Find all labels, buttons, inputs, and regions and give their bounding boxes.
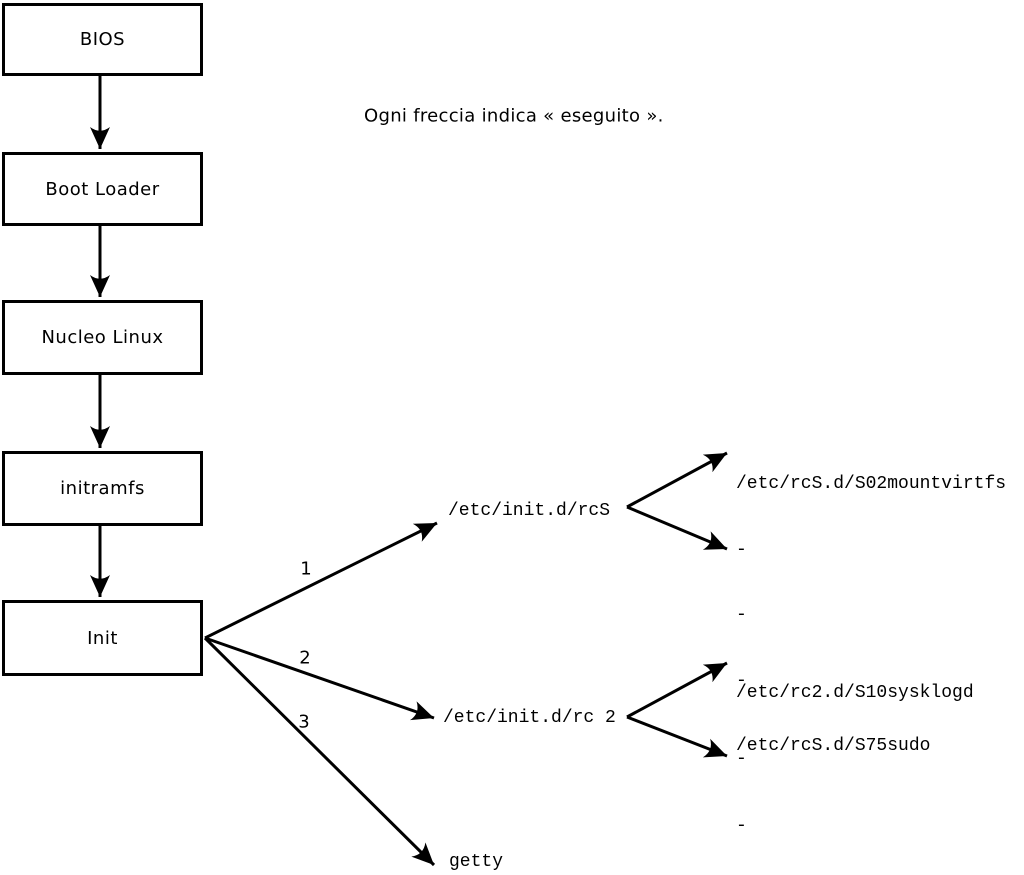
script-item: /etc/rc2.d/S10sysklogd <box>736 683 974 703</box>
branch-3-order-label: 3 <box>298 711 310 733</box>
ellipsis-dash: - <box>736 815 747 836</box>
box-init: Init <box>2 600 203 676</box>
branch-target-rc2: /etc/init.d/rc 2 <box>443 708 616 728</box>
branch-target-rcs: /etc/init.d/rcS <box>448 501 611 521</box>
arrow-rc2-fork-bottom <box>626 715 728 758</box>
box-nucleo-linux-label: Nucleo Linux <box>41 327 164 348</box>
branch-2-order-label: 2 <box>299 647 311 669</box>
ellipsis-dash: - <box>736 605 747 625</box>
script-item: /etc/rcS.d/S02mountvirtfs <box>736 474 1007 494</box>
arrow-rcs-fork-bottom <box>626 505 728 551</box>
box-nucleo-linux: Nucleo Linux <box>2 300 203 375</box>
box-initramfs-label: initramfs <box>60 478 145 499</box>
branch-target-getty: getty <box>449 852 504 872</box>
ellipsis-dash: - <box>736 539 747 560</box>
box-bios: BIOS <box>2 3 203 76</box>
ellipsis-dash: - <box>736 670 747 691</box>
arrow-rcs-fork-top <box>626 451 728 509</box>
box-bios-label: BIOS <box>79 29 126 50</box>
arrow-init-to-getty <box>203 636 436 867</box>
box-init-label: Init <box>87 627 118 649</box>
ellipsis-dash: - <box>736 749 747 770</box>
box-boot-loader: Boot Loader <box>2 152 203 226</box>
box-initramfs: initramfs <box>2 451 203 526</box>
note-text: Ogni freccia indica « eseguito ». <box>364 105 664 127</box>
arrow-init-to-rc2 <box>204 636 435 721</box>
branch-1-order-label: 1 <box>300 558 312 580</box>
arrow-rc2-fork-top <box>626 661 728 719</box>
script-item: /etc/rcS.d/S75sudo <box>736 736 931 756</box>
script-list-rc2: /etc/rc2.d/S10sysklogd - - - /etc/rc2.d/… <box>736 640 974 875</box>
arrow-init-to-rcs <box>204 521 438 640</box>
script-list-rcs: /etc/rcS.d/S02mountvirtfs - - - /etc/rcS… <box>736 432 1006 800</box>
box-boot-loader-label: Boot Loader <box>45 178 160 200</box>
